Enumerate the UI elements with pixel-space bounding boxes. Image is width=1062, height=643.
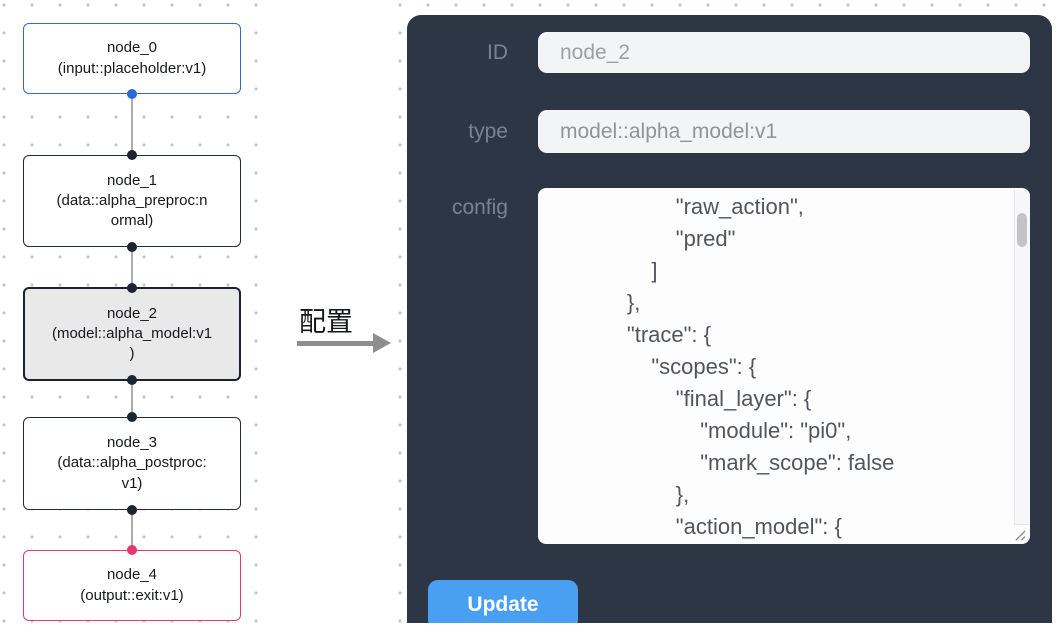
right-arrow-head-icon bbox=[373, 333, 391, 353]
node-label: node_4 (output::exit:v1) bbox=[80, 566, 184, 604]
graph-node-node-2-selected[interactable]: node_2 (model::alpha_model:v1 ) bbox=[23, 283, 241, 385]
node-config-panel: ID type config "raw_action", "pred" ] },… bbox=[407, 15, 1052, 623]
graph-node-node-4[interactable]: node_4 (output::exit:v1) bbox=[23, 545, 241, 621]
node-label: node_1 (data::alpha_preproc:n ormal) bbox=[56, 171, 208, 230]
config-label: config bbox=[451, 196, 508, 219]
output-port[interactable] bbox=[127, 505, 137, 515]
type-input[interactable] bbox=[538, 110, 1030, 153]
input-port[interactable] bbox=[127, 545, 137, 555]
output-port[interactable] bbox=[127, 375, 137, 385]
config-textarea[interactable]: "raw_action", "pred" ] }, "trace": { "sc… bbox=[538, 188, 1030, 544]
id-label: ID bbox=[487, 40, 508, 64]
input-port[interactable] bbox=[127, 150, 137, 160]
resize-handle-icon[interactable] bbox=[1012, 527, 1026, 541]
id-input[interactable] bbox=[538, 32, 1030, 73]
node-label: node_3 (data::alpha_postproc: v1) bbox=[57, 434, 207, 492]
output-port[interactable] bbox=[127, 89, 137, 99]
annotation-label: 配置 bbox=[299, 307, 353, 337]
config-scrollbar-track[interactable] bbox=[1014, 189, 1030, 525]
output-port[interactable] bbox=[127, 242, 137, 252]
graph-node-node-3[interactable]: node_3 (data::alpha_postproc: v1) bbox=[23, 412, 241, 515]
node-label: node_2 (model::alpha_model:v1 ) bbox=[51, 304, 213, 363]
type-label: type bbox=[468, 119, 508, 143]
graph-node-node-0[interactable]: node_0 (input::placeholder:v1) bbox=[23, 23, 241, 99]
update-button[interactable]: Update bbox=[428, 580, 578, 623]
right-arrow-icon bbox=[297, 341, 375, 346]
graph-node-node-1[interactable]: node_1 (data::alpha_preproc:n ormal) bbox=[23, 150, 241, 252]
graph-canvas[interactable]: node_0 (input::placeholder:v1) node_1 (d… bbox=[0, 0, 276, 643]
input-port[interactable] bbox=[127, 412, 137, 422]
input-port[interactable] bbox=[127, 283, 137, 293]
node-label: node_0 (input::placeholder:v1) bbox=[57, 39, 207, 77]
config-scrollbar-thumb[interactable] bbox=[1017, 213, 1027, 247]
